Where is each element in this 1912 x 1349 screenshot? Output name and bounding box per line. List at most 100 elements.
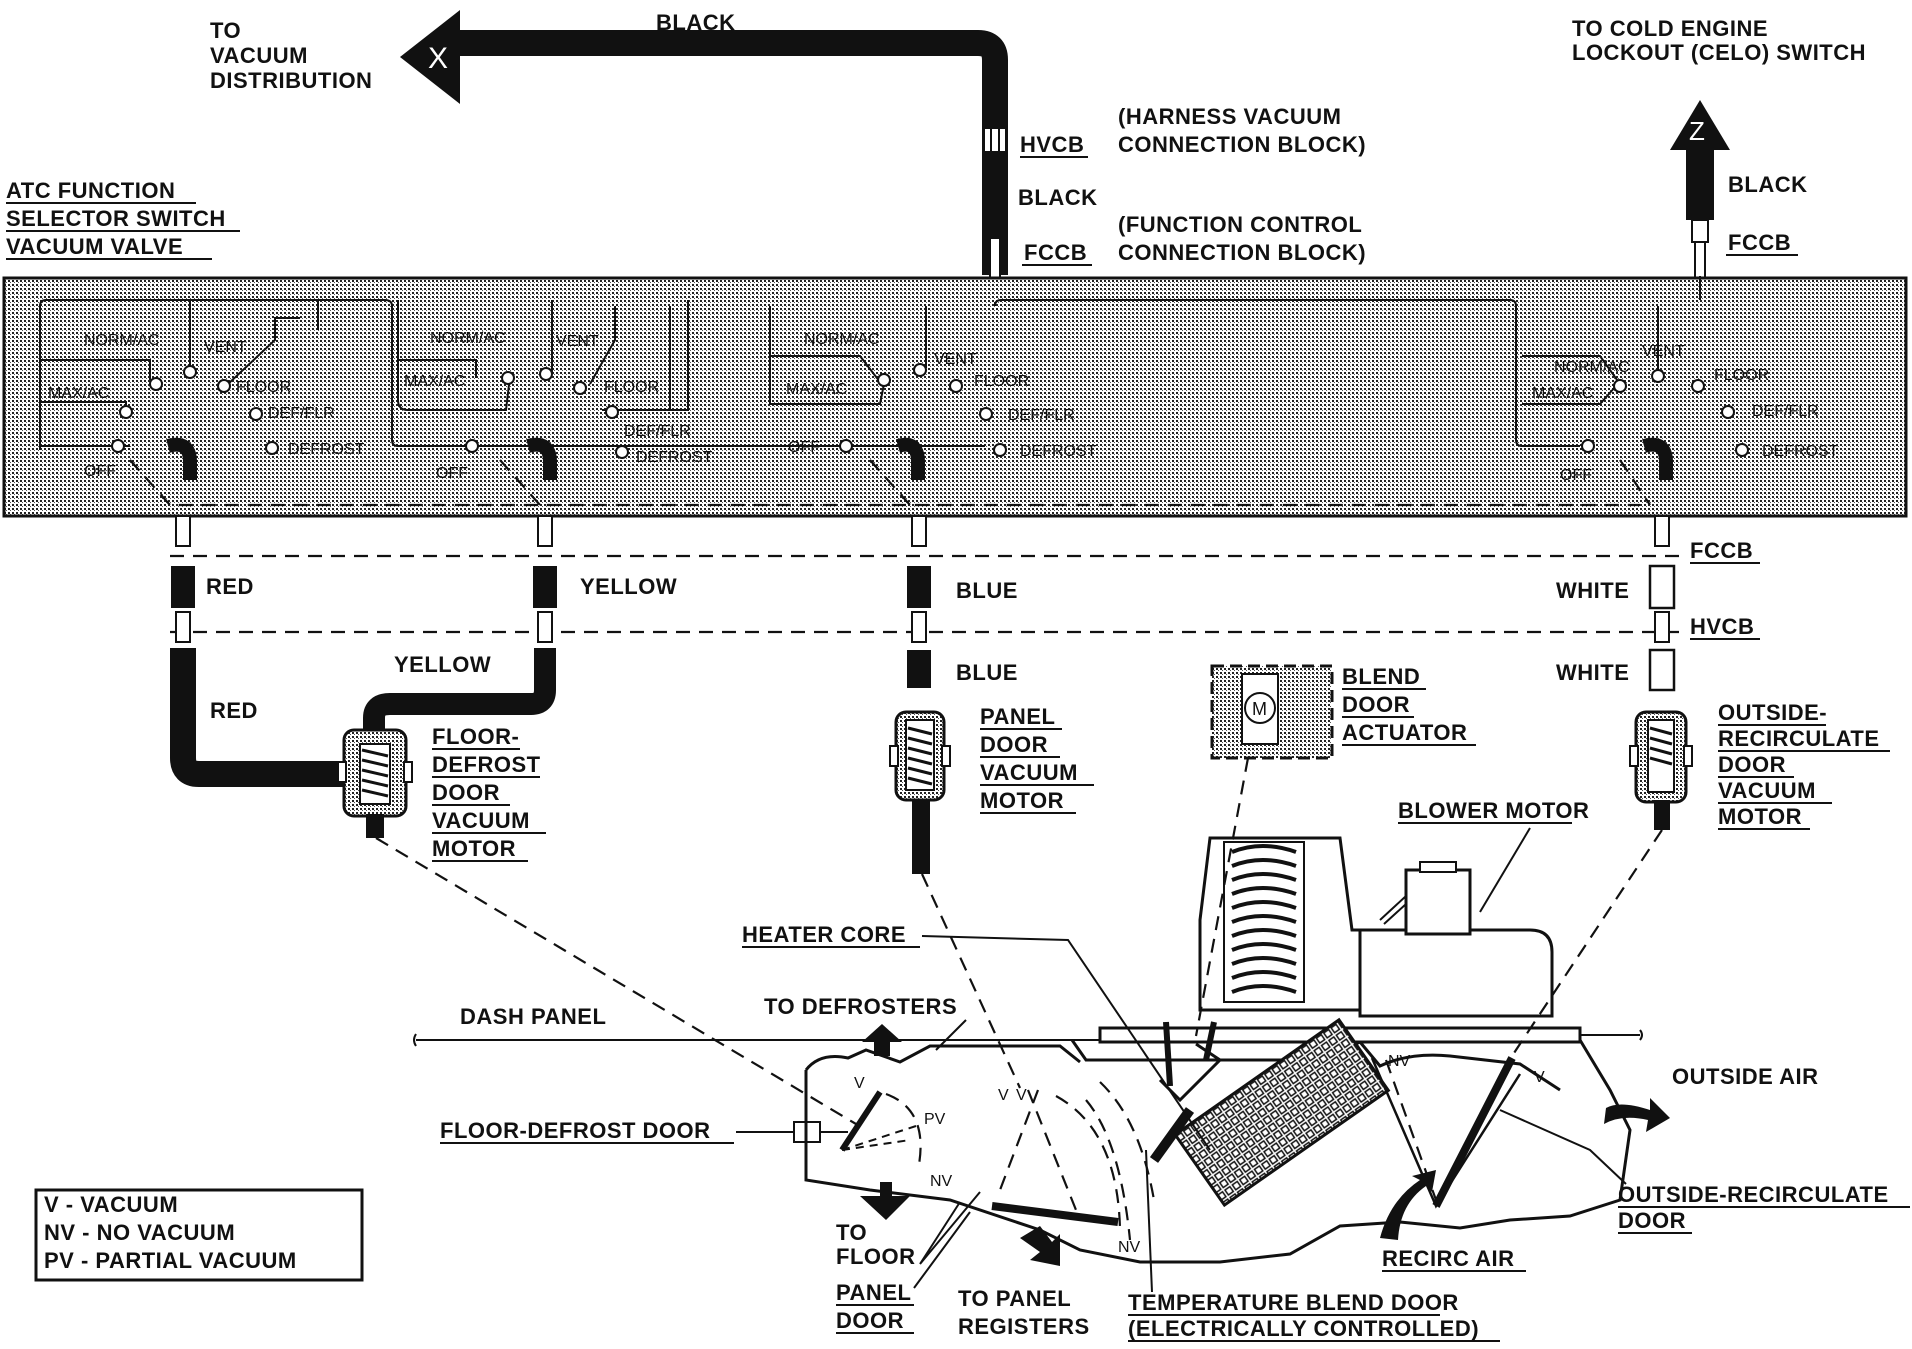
vp-off-2: OFF — [436, 465, 468, 482]
z-marker: Z — [1689, 116, 1705, 146]
label-to-vacuum-3: DISTRIBUTION — [210, 68, 372, 93]
blend-act-2: DOOR — [1342, 692, 1410, 717]
label-black-top: BLACK — [656, 10, 736, 35]
vp-norm-ac-2: NORM/AC — [430, 330, 506, 347]
vp-floor-1: FLOOR — [236, 379, 291, 396]
panel-motor-4: MOTOR — [980, 788, 1064, 813]
actuator-m: M — [1252, 699, 1267, 719]
fd-door-pv: PV — [924, 1111, 946, 1128]
atc-title-3: VACUUM VALVE — [6, 234, 183, 259]
or-motor-4: VACUUM — [1718, 778, 1816, 803]
valve-labels-section-2: NORM/AC VENT MAX/AC FLOOR DEF/FLR DEFROS… — [404, 330, 713, 482]
vp-norm-ac-3: NORM/AC — [804, 331, 880, 348]
white-connector — [1648, 564, 1676, 692]
floor-defrost-vacuum-motor — [337, 728, 413, 838]
fd-motor-1: FLOOR- — [432, 724, 519, 749]
or-motor-5: MOTOR — [1718, 804, 1802, 829]
label-to-defrosters: TO DEFROSTERS — [764, 994, 957, 1019]
label-black-mid: BLACK — [1018, 185, 1098, 210]
label-hvcb-desc-2: CONNECTION BLOCK) — [1118, 132, 1366, 157]
vp-def-flr-1: DEF/FLR — [268, 405, 335, 422]
vp-defrost-3: DEFROST — [1020, 443, 1097, 460]
label-blue-lower: BLUE — [956, 660, 1018, 685]
panel-motor-2: DOOR — [980, 732, 1048, 757]
vp-defrost-4: DEFROST — [1762, 443, 1839, 460]
vp-def-flr-3: DEF/FLR — [1008, 407, 1075, 424]
vp-max-ac-3: MAX/AC — [786, 381, 847, 398]
label-to-celo-2: LOCKOUT (CELO) SWITCH — [1572, 40, 1866, 65]
to-panel-reg-1: TO PANEL — [958, 1286, 1071, 1311]
panel-door-v1: V — [998, 1087, 1009, 1104]
panel-motor-1: PANEL — [980, 704, 1055, 729]
vp-vent-1: VENT — [204, 339, 247, 356]
vp-norm-ac-4: NORM/AC — [1554, 359, 1630, 376]
vp-off-1: OFF — [84, 463, 116, 480]
vp-defrost-2: DEFROST — [636, 449, 713, 466]
vp-defrost-1: DEFROST — [288, 441, 365, 458]
atc-title-1: ATC FUNCTION — [6, 178, 175, 203]
blend-act-3: ACTUATOR — [1342, 720, 1467, 745]
legend-box: V - VACUUM NV - NO VACUUM PV - PARTIAL V… — [34, 1188, 364, 1282]
label-black-right: BLACK — [1728, 172, 1808, 197]
vp-floor-3: FLOOR — [974, 373, 1029, 390]
blend-door-actuator: M — [1210, 664, 1334, 760]
tbd-label-2: (ELECTRICALLY CONTROLLED) — [1128, 1316, 1479, 1341]
panel-door-v2: V — [1016, 1087, 1027, 1104]
fd-motor-3: DOOR — [432, 780, 500, 805]
label-fccb-top: FCCB — [1024, 240, 1087, 265]
label-outside-air: OUTSIDE AIR — [1672, 1064, 1818, 1089]
or-motor-2: RECIRCULATE — [1718, 726, 1880, 751]
label-red: RED — [206, 574, 254, 599]
label-yellow: YELLOW — [580, 574, 677, 599]
atc-title-2: SELECTOR SWITCH — [6, 206, 226, 231]
to-panel-reg-2: REGISTERS — [958, 1314, 1090, 1339]
label-yellow-hose: YELLOW — [394, 652, 491, 677]
label-red-hose: RED — [210, 698, 258, 723]
panel-door-vacuum-motor — [889, 710, 951, 874]
valve-labels-section-4: VENT NORM/AC FLOOR MAX/AC DEF/FLR DEFROS… — [1532, 343, 1839, 484]
to-floor-2: FLOOR — [836, 1244, 916, 1269]
panel-door-2: DOOR — [836, 1308, 904, 1333]
valve-labels-section-3: NORM/AC VENT MAX/AC FLOOR DEF/FLR DEFROS… — [786, 331, 1097, 460]
fd-door-v: V — [854, 1075, 865, 1092]
or-door-v: V — [1534, 1069, 1545, 1086]
vp-vent-3: VENT — [934, 351, 977, 368]
vp-max-ac-1: MAX/AC — [48, 385, 109, 402]
label-fccb-desc-1: (FUNCTION CONTROL — [1118, 212, 1362, 237]
hvac-housing: V PV NV V V NV NV V — [413, 836, 1670, 1266]
label-white: WHITE — [1556, 578, 1629, 603]
fd-motor-5: MOTOR — [432, 836, 516, 861]
or-motor-3: DOOR — [1718, 752, 1786, 777]
label-heater-core: HEATER CORE — [742, 922, 906, 947]
fd-motor-4: VACUUM — [432, 808, 530, 833]
legend-nv: NV - NO VACUUM — [44, 1220, 235, 1245]
label-recirc-air: RECIRC AIR — [1382, 1246, 1515, 1271]
or-door-label-2: DOOR — [1618, 1208, 1686, 1233]
vp-def-flr-4: DEF/FLR — [1752, 403, 1819, 420]
vp-vent-4: VENT — [1642, 343, 1685, 360]
fd-motor-2: DEFROST — [432, 752, 541, 777]
or-motor-1: OUTSIDE- — [1718, 700, 1827, 725]
label-white-lower: WHITE — [1556, 660, 1629, 685]
label-dash-panel: DASH PANEL — [460, 1004, 606, 1029]
hvcb-connector-top — [983, 127, 1007, 303]
outside-recirc-vacuum-motor — [1629, 710, 1693, 830]
yellow-connector — [533, 566, 557, 643]
red-connector — [171, 566, 195, 643]
panel-door-nv: NV — [1118, 1239, 1141, 1256]
vp-vent-2: VENT — [556, 333, 599, 350]
valve-labels-section-1: NORM/AC VENT MAX/AC FLOOR DEF/FLR DEFROS… — [48, 332, 365, 480]
label-to-celo-1: TO COLD ENGINE — [1572, 16, 1768, 41]
vp-off-3: OFF — [788, 439, 820, 456]
label-floor-defrost-door: FLOOR-DEFROST DOOR — [440, 1118, 711, 1143]
legend-v: V - VACUUM — [44, 1192, 178, 1217]
vp-norm-ac-1: NORM/AC — [84, 332, 160, 349]
label-blower-motor: BLOWER MOTOR — [1398, 798, 1589, 823]
label-fccb-desc-2: CONNECTION BLOCK) — [1118, 240, 1366, 265]
label-hvcb-desc-1: (HARNESS VACUUM — [1118, 104, 1341, 129]
panel-door-1: PANEL — [836, 1280, 911, 1305]
vp-max-ac-2: MAX/AC — [404, 373, 465, 390]
x-marker: X — [428, 42, 448, 75]
vp-floor-2: FLOOR — [604, 379, 659, 396]
